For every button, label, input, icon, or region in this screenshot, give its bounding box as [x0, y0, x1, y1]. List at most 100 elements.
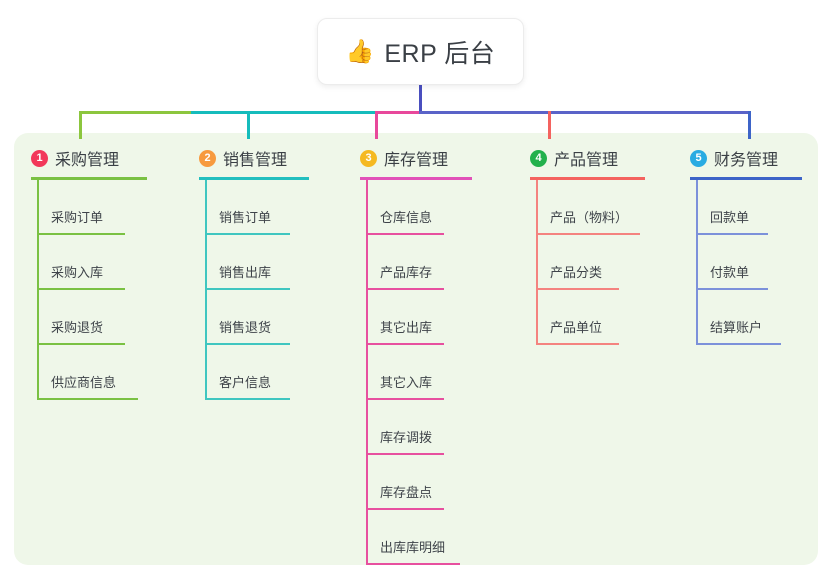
leaf-rule	[366, 453, 444, 455]
branch-header-4[interactable]: 4 产品管理	[513, 145, 673, 171]
bus-segment-pink	[375, 111, 419, 114]
leaf-rule	[205, 398, 290, 400]
branch-column-product: 4 产品管理 产品（物料） 产品分类 产品单位	[513, 145, 673, 345]
list-item[interactable]: 采购退货	[14, 290, 182, 345]
branch-rule-5	[690, 177, 802, 180]
list-item[interactable]: 回款单	[673, 180, 818, 235]
list-item[interactable]: 仓库信息	[343, 180, 513, 235]
leaf-rule	[536, 343, 619, 345]
leaf-label: 库存盘点	[380, 485, 433, 500]
branch-items-2: 销售订单 销售出库 销售退货 客户信息	[182, 180, 343, 400]
bus-segment-green	[79, 111, 191, 114]
leaf-rule	[205, 233, 290, 235]
bus-segment-blue	[419, 111, 751, 114]
list-item[interactable]: 采购入库	[14, 235, 182, 290]
leaf-rule	[366, 563, 460, 565]
root-title: ERP 后台	[384, 39, 496, 68]
list-item[interactable]: 销售退货	[182, 290, 343, 345]
drop-connector-4	[548, 111, 551, 139]
branch-column-finance: 5 财务管理 回款单 付款单 结算账户	[673, 145, 818, 345]
branch-badge-1: 1	[31, 149, 48, 167]
list-item[interactable]: 产品库存	[343, 235, 513, 290]
list-item[interactable]: 结算账户	[673, 290, 818, 345]
leaf-rule	[205, 288, 290, 290]
list-item[interactable]: 销售订单	[182, 180, 343, 235]
leaf-rule	[37, 343, 125, 345]
branch-title-1: 采购管理	[55, 152, 120, 169]
root-node[interactable]: 👍 ERP 后台	[317, 18, 524, 85]
list-item[interactable]: 采购订单	[14, 180, 182, 235]
leaf-rule	[37, 398, 138, 400]
leaf-label: 供应商信息	[51, 375, 117, 390]
branch-spine-4	[536, 180, 538, 345]
branch-items-5: 回款单 付款单 结算账户	[673, 180, 818, 345]
list-item[interactable]: 付款单	[673, 235, 818, 290]
leaf-label: 回款单	[710, 210, 750, 225]
branch-badge-2: 2	[199, 149, 216, 167]
leaf-rule	[205, 343, 290, 345]
root-node-content: 👍 ERP 后台	[346, 34, 496, 70]
leaf-rule	[366, 233, 444, 235]
branch-column-sales: 2 销售管理 销售订单 销售出库 销售退货 客户信息	[182, 145, 343, 400]
leaf-label: 产品（物料）	[550, 210, 629, 225]
leaf-rule	[366, 508, 444, 510]
branch-rule-1	[31, 177, 147, 180]
leaf-label: 产品分类	[550, 265, 603, 280]
drop-connector-3	[375, 111, 378, 139]
branch-badge-3: 3	[360, 149, 377, 167]
root-stem-connector	[419, 85, 422, 113]
branch-title-4: 产品管理	[554, 152, 619, 169]
branch-header-1[interactable]: 1 采购管理	[14, 145, 182, 171]
leaf-label: 付款单	[710, 265, 750, 280]
leaf-rule	[696, 233, 768, 235]
branch-header-5[interactable]: 5 财务管理	[673, 145, 818, 171]
branch-title-2: 销售管理	[223, 152, 288, 169]
bus-segment-teal	[191, 111, 375, 114]
list-item[interactable]: 其它出库	[343, 290, 513, 345]
list-item[interactable]: 产品单位	[513, 290, 673, 345]
drop-connector-5	[748, 111, 751, 139]
branch-header-2[interactable]: 2 销售管理	[182, 145, 343, 171]
leaf-label: 销售退货	[219, 320, 272, 335]
leaf-rule	[366, 343, 444, 345]
list-item[interactable]: 库存调拨	[343, 400, 513, 455]
thumbs-up-icon: 👍	[345, 38, 375, 64]
list-item[interactable]: 产品（物料）	[513, 180, 673, 235]
leaf-label: 采购订单	[51, 210, 104, 225]
list-item[interactable]: 库存盘点	[343, 455, 513, 510]
branch-spine-5	[696, 180, 698, 345]
leaf-label: 其它入库	[380, 375, 433, 390]
list-item[interactable]: 其它入库	[343, 345, 513, 400]
branch-rule-4	[530, 177, 645, 180]
branch-column-purchasing: 1 采购管理 采购订单 采购入库 采购退货 供应商信息	[14, 145, 182, 400]
branch-items-4: 产品（物料） 产品分类 产品单位	[513, 180, 673, 345]
leaf-rule	[37, 288, 125, 290]
list-item[interactable]: 客户信息	[182, 345, 343, 400]
leaf-rule	[536, 288, 619, 290]
branch-badge-4: 4	[530, 149, 547, 167]
leaf-rule	[696, 288, 768, 290]
leaf-label: 销售出库	[219, 265, 272, 280]
leaf-rule	[37, 233, 125, 235]
leaf-rule	[536, 233, 640, 235]
list-item[interactable]: 出库库明细	[343, 510, 513, 565]
branch-spine-3	[366, 180, 368, 565]
leaf-label: 结算账户	[710, 320, 763, 335]
leaf-label: 出库库明细	[380, 540, 446, 555]
branch-column-inventory: 3 库存管理 仓库信息 产品库存 其它出库 其它入库 库存调拨	[343, 145, 513, 565]
leaf-label: 库存调拨	[380, 430, 433, 445]
branch-items-1: 采购订单 采购入库 采购退货 供应商信息	[14, 180, 182, 400]
branch-badge-5: 5	[690, 149, 707, 167]
branch-title-3: 库存管理	[384, 152, 449, 169]
leaf-rule	[366, 398, 444, 400]
list-item[interactable]: 销售出库	[182, 235, 343, 290]
leaf-label: 采购入库	[51, 265, 104, 280]
branch-header-3[interactable]: 3 库存管理	[343, 145, 513, 171]
branch-title-5: 财务管理	[714, 152, 779, 169]
list-item[interactable]: 供应商信息	[14, 345, 182, 400]
content-panel	[14, 133, 818, 565]
list-item[interactable]: 产品分类	[513, 235, 673, 290]
drop-connector-2	[247, 111, 250, 139]
leaf-label: 客户信息	[219, 375, 272, 390]
